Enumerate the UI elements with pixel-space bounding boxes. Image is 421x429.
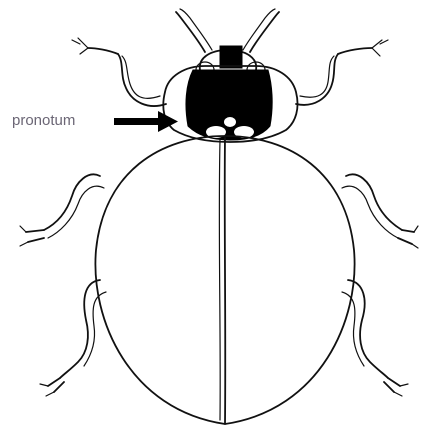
hind-legs: [40, 280, 408, 396]
pronotum: [163, 66, 297, 142]
pronotum-arrow: [114, 111, 178, 132]
elytra: [95, 136, 354, 424]
pronotum-label: pronotum: [12, 112, 75, 129]
